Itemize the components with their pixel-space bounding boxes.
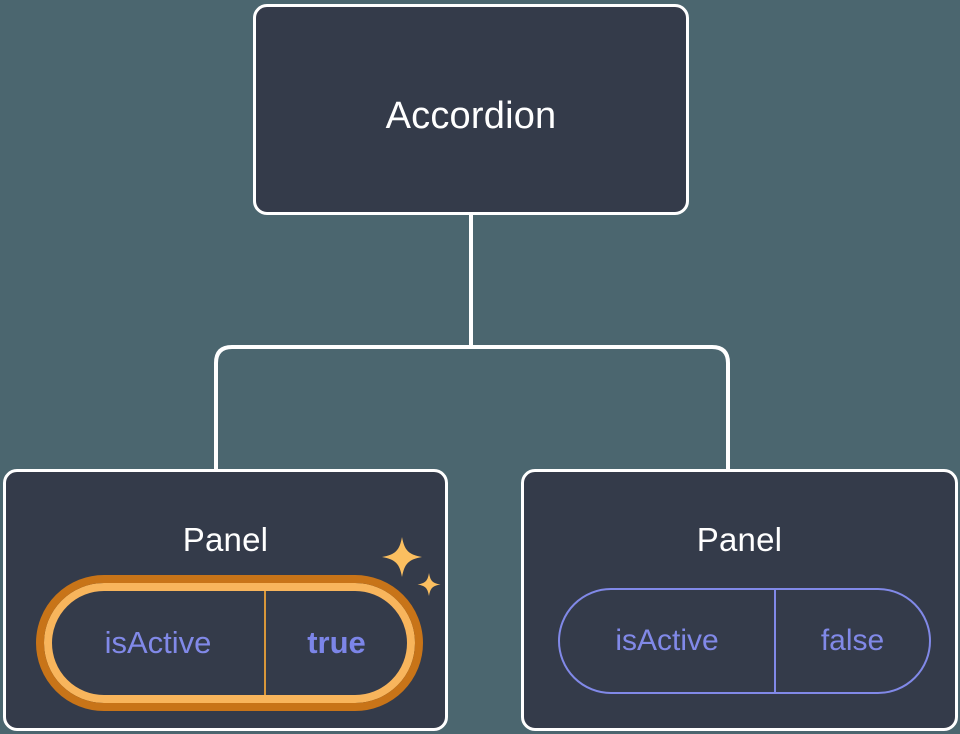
prop-value: true: [307, 625, 366, 660]
connector-branch-bus: [214, 345, 730, 470]
prop-value: false: [820, 624, 885, 657]
prop-pill-active-wrapper: isActive true: [36, 575, 423, 711]
prop-key: isActive: [52, 591, 266, 695]
node-panel-active-title: Panel: [182, 521, 269, 558]
node-accordion-title: Accordion: [385, 95, 557, 137]
prop-pill-isactive-false[interactable]: isActive false: [558, 588, 931, 694]
node-accordion[interactable]: Accordion: [253, 4, 689, 215]
node-panel-inactive-title: Panel: [696, 521, 783, 558]
prop-pill-inactive-wrapper: isActive false: [558, 588, 931, 694]
prop-pill-isactive-true[interactable]: isActive true: [36, 575, 423, 711]
prop-key: isActive: [560, 590, 776, 692]
